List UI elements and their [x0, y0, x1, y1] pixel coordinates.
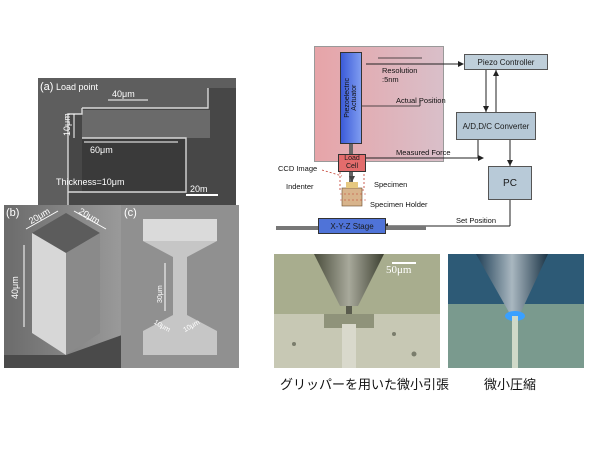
panel-tag-c: (c) [124, 207, 137, 219]
cantilever-shape [38, 78, 236, 206]
sem-image-c: (c) 30μm 10μm 10μm [121, 205, 239, 368]
set-position-label: Set Position [456, 216, 497, 225]
panel-tag-a: (a) [40, 81, 54, 93]
dim-length-label: 60μm [90, 145, 113, 155]
load-cell-label: Load Cell [344, 155, 360, 170]
dim-height-b-label: 40μm [10, 276, 20, 299]
indenter-label: Indenter [286, 182, 314, 191]
apparatus-diagram: Piezoelectric Actuator Load Cell Piezo C… [270, 40, 600, 240]
sem-image-b: (b) 20μm 20μm 40μm [4, 205, 122, 368]
gripper-photo: 50μm [274, 254, 440, 368]
adc-converter-box: A/D,D/C Converter [456, 112, 536, 140]
panel-tag-b: (b) [6, 207, 20, 219]
ccd-image-label: CCD Image [278, 164, 318, 173]
load-cell-box: Load Cell [338, 154, 366, 172]
caption-compression: 微小圧縮 [484, 378, 537, 393]
dim-width-label: 40μm [112, 89, 135, 99]
pc-label: PC [503, 177, 517, 189]
resolution-label: Resolution :5nm [382, 66, 418, 84]
piezo-actuator-box: Piezoelectric Actuator [340, 52, 362, 144]
measured-force-label: Measured Force [396, 148, 451, 157]
adc-converter-label: A/D,D/C Converter [462, 121, 530, 131]
compression-photo-art [448, 254, 584, 368]
scalebar-label: 20m [190, 184, 208, 194]
pc-box: PC [488, 166, 532, 200]
dim-height-label: 10μm [62, 113, 72, 136]
specimen-label: Specimen [374, 180, 408, 189]
pink-frame [314, 46, 444, 162]
compression-photo [448, 254, 584, 368]
piezo-controller-box: Piezo Controller [464, 54, 548, 70]
dogbone-shape [121, 205, 239, 368]
xyz-stage-box: X-Y-Z Stage [318, 218, 386, 234]
sem-image-a: (a) Load point 40μm 10μm 60μm Thickness=… [38, 78, 236, 206]
actual-position-label: Actual Position [396, 96, 446, 105]
xyz-stage-label: X-Y-Z Stage [330, 221, 374, 231]
caption-gripper: グリッパーを用いた微小引張 [280, 378, 450, 393]
specimen-holder-label: Specimen Holder [370, 200, 428, 209]
photo-scale-label: 50μm [386, 264, 412, 276]
piezo-controller-label: Piezo Controller [477, 57, 535, 67]
load-point-label: Load point [56, 82, 99, 92]
pillar-shape [4, 205, 122, 368]
piezo-actuator-label: Piezoelectric Actuator [344, 78, 358, 118]
gripper-photo-art [274, 254, 440, 368]
diagram-lines [276, 57, 513, 230]
thickness-label: Thickness=10μm [56, 177, 125, 187]
dim-height-c-label: 30μm [157, 285, 164, 303]
